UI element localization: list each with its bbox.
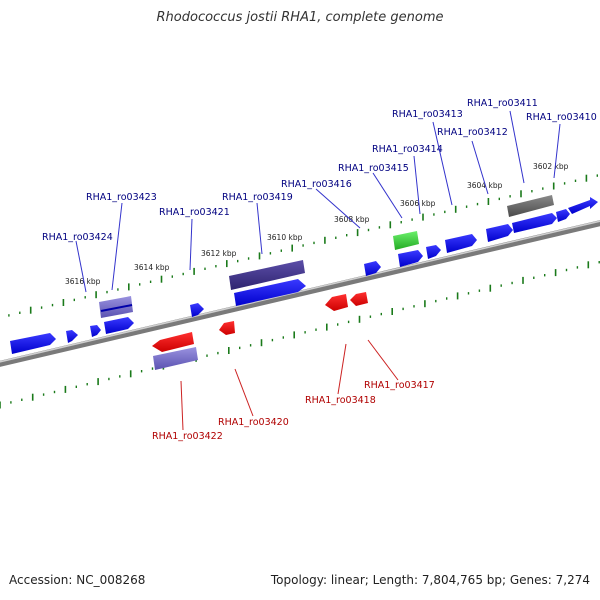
reverse-strand-genes xyxy=(152,292,368,352)
gene-label[interactable]: RHA1_ro03417 xyxy=(364,380,435,391)
genome-track xyxy=(0,220,600,367)
feature-highlight[interactable] xyxy=(393,231,419,250)
forward-leader-lines xyxy=(75,110,561,293)
gene-label[interactable]: RHA1_ro03415 xyxy=(338,163,409,174)
gene-label[interactable]: RHA1_ro03424 xyxy=(42,232,113,243)
gene-arrow-forward[interactable] xyxy=(66,330,78,343)
forward-scale-ruler xyxy=(8,174,598,317)
gene-arrow-forward[interactable] xyxy=(104,317,134,334)
gene-arrow-reverse[interactable] xyxy=(350,292,368,306)
forward-features xyxy=(99,195,554,318)
gene-arrow-forward[interactable] xyxy=(364,261,381,276)
gene-label[interactable]: RHA1_ro03418 xyxy=(305,395,376,406)
accession-label: Accession: NC_008268 xyxy=(9,573,146,587)
gene-arrow-forward[interactable] xyxy=(398,250,423,267)
genome-summary: Topology: linear; Length: 7,804,765 bp; … xyxy=(270,573,590,587)
gene-arrow-forward[interactable] xyxy=(486,224,513,242)
feature-dark-purple[interactable] xyxy=(229,260,305,290)
gene-label[interactable]: RHA1_ro03419 xyxy=(222,192,293,203)
gene-arrow-forward[interactable] xyxy=(190,303,204,317)
gene-arrow-forward[interactable] xyxy=(512,213,557,233)
gene-label[interactable]: RHA1_ro03421 xyxy=(159,207,230,218)
reverse-features xyxy=(153,347,198,370)
gene-arrow-forward[interactable] xyxy=(10,333,56,354)
scale-label: 3604 kbp xyxy=(467,181,503,190)
feature-grey[interactable] xyxy=(507,195,554,217)
scale-label: 3612 kbp xyxy=(201,249,237,258)
gene-label[interactable]: RHA1_ro03413 xyxy=(392,109,463,120)
forward-strand-genes xyxy=(10,197,598,354)
scale-label: 3608 kbp xyxy=(334,215,370,224)
reverse-leader-lines xyxy=(180,339,399,431)
gene-arrow-reverse[interactable] xyxy=(325,294,348,311)
gene-arrow-reverse[interactable] xyxy=(219,321,235,335)
gene-label[interactable]: RHA1_ro03414 xyxy=(372,144,443,155)
gene-label[interactable]: RHA1_ro03411 xyxy=(467,98,538,109)
gene-arrow-reverse[interactable] xyxy=(152,332,194,352)
map-title: Rhodococcus jostii RHA1, complete genome xyxy=(156,10,444,25)
gene-label[interactable]: RHA1_ro03423 xyxy=(86,192,157,203)
gene-label[interactable]: RHA1_ro03422 xyxy=(152,431,223,442)
gene-label[interactable]: RHA1_ro03410 xyxy=(526,112,597,123)
scale-label: 3610 kbp xyxy=(267,233,303,242)
gene-label[interactable]: RHA1_ro03416 xyxy=(281,179,352,190)
gene-label[interactable]: RHA1_ro03420 xyxy=(218,417,289,428)
gene-arrow-forward[interactable] xyxy=(445,234,477,253)
gene-arrow-forward[interactable] xyxy=(568,197,598,214)
scale-label: 3606 kbp xyxy=(400,199,436,208)
gene-arrow-forward[interactable] xyxy=(426,245,441,259)
scale-label: 3614 kbp xyxy=(134,263,170,272)
gene-label[interactable]: RHA1_ro03412 xyxy=(437,127,508,138)
feature-purple[interactable] xyxy=(153,347,198,370)
feature-purple[interactable] xyxy=(99,296,133,318)
scale-label: 3602 kbp xyxy=(533,162,569,171)
gene-arrow-forward[interactable] xyxy=(556,209,570,222)
scale-label: 3616 kbp xyxy=(65,277,101,286)
gene-arrow-forward[interactable] xyxy=(234,279,306,306)
gene-arrow-forward[interactable] xyxy=(90,325,101,337)
